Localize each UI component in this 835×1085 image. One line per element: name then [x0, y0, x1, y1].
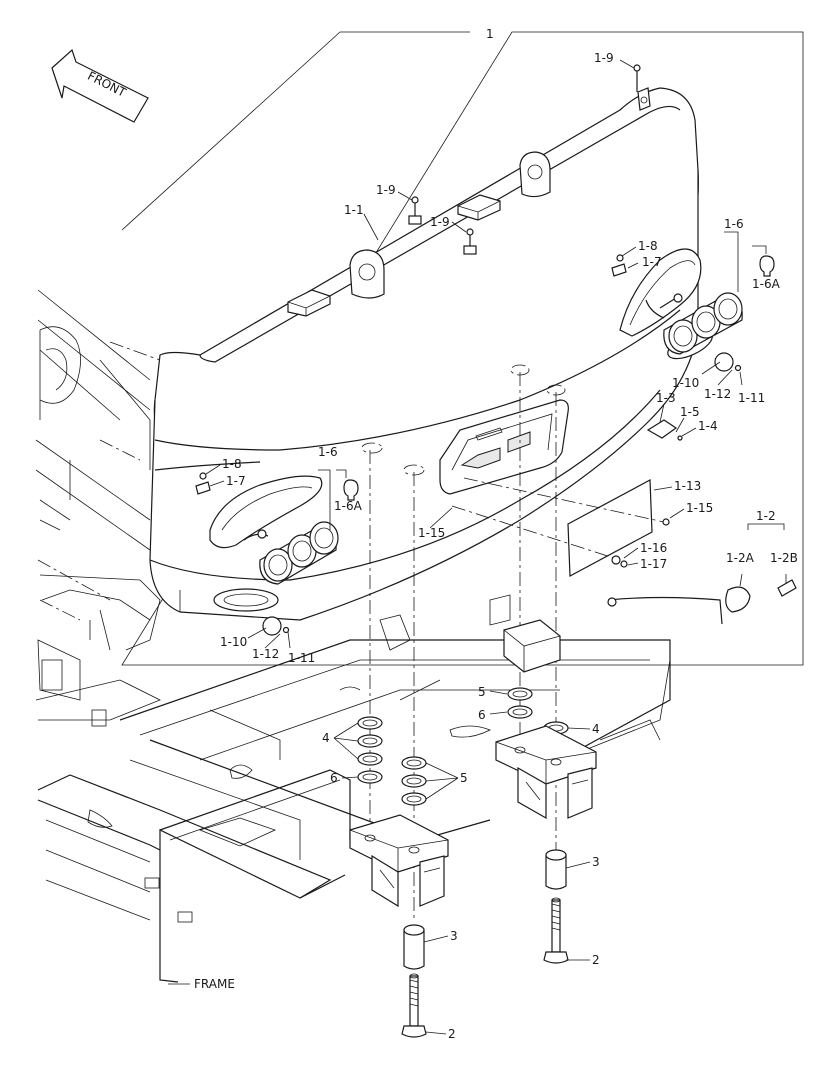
callout-5: 5 — [478, 685, 486, 699]
assembly-label: 1 — [486, 27, 494, 41]
shims-right — [507, 687, 569, 735]
spacer-sleeve — [403, 849, 567, 970]
rear-lamp-right — [645, 292, 743, 355]
callout-1-12: 1-12 — [252, 647, 279, 661]
callout-1-9: 1-9 — [430, 215, 450, 229]
callout-1-7: 1-7 — [226, 474, 246, 488]
rear-lamp-left — [243, 521, 339, 585]
callout-1-4: 1-4 — [698, 419, 718, 433]
callout-1-8: 1-8 — [638, 239, 658, 253]
callout-4: 4 — [592, 722, 600, 736]
callout-1-6A: 1-6A — [334, 499, 363, 513]
callout-1-16: 1-16 — [640, 541, 667, 555]
mount-bracket-left — [349, 814, 449, 908]
callout-6: 6 — [330, 771, 338, 785]
callout-1-15: 1-15 — [686, 501, 713, 515]
reflector — [262, 352, 742, 636]
callout-1-8: 1-8 — [222, 457, 242, 471]
frame-structure — [35, 289, 671, 983]
bolt-1-9-top — [408, 64, 641, 255]
clip-parts — [195, 254, 627, 495]
callout-1-2B: 1-2B — [770, 551, 798, 565]
counterweight-body — [149, 87, 713, 621]
callout-2: 2 — [448, 1027, 456, 1041]
callout-3: 3 — [592, 855, 600, 869]
callout-1-9: 1-9 — [376, 183, 396, 197]
callout-5: 5 — [460, 771, 468, 785]
callout-1-6: 1-6 — [318, 445, 338, 459]
leader-lines — [168, 59, 787, 1035]
bulb-icon — [343, 255, 775, 501]
callout-1-11: 1-11 — [288, 651, 315, 665]
callout-1-3: 1-3 — [656, 391, 676, 405]
license-lamp — [607, 579, 797, 625]
callout-1-9: 1-9 — [594, 51, 614, 65]
plate-1-3 — [646, 419, 678, 439]
callout-1-1: 1-1 — [344, 203, 364, 217]
frame-label: FRAME — [194, 977, 235, 991]
callout-1-12: 1-12 — [704, 387, 731, 401]
callout-1-10: 1-10 — [220, 635, 247, 649]
callout-1-2A: 1-2A — [726, 551, 755, 565]
license-plate — [451, 477, 670, 577]
callout-1-2: 1-2 — [756, 509, 776, 523]
callout-1-7: 1-7 — [642, 255, 662, 269]
callout-1-10: 1-10 — [672, 376, 699, 390]
callout-1-17: 1-17 — [640, 557, 667, 571]
hex-bolt — [401, 897, 569, 1038]
callout-2: 2 — [592, 953, 600, 967]
callout-1-6A: 1-6A — [752, 277, 781, 291]
screw-1-4 — [677, 435, 683, 441]
callout-1-5: 1-5 — [680, 405, 700, 419]
callout-6: 6 — [478, 708, 486, 722]
front-arrow-icon: FRONT — [51, 48, 149, 123]
callout-labels: 1-9 1-9 1-9 1-1 1-8 1-7 1-6 1-6A 1-10 1-… — [194, 51, 798, 1041]
callout-4: 4 — [322, 731, 330, 745]
callout-3: 3 — [450, 929, 458, 943]
mount-bracket-right — [495, 619, 597, 820]
callout-1-11: 1-11 — [738, 391, 765, 405]
callout-1-13: 1-13 — [674, 479, 701, 493]
callout-1-15: 1-15 — [418, 526, 445, 540]
callout-1-6: 1-6 — [724, 217, 744, 231]
shims-left — [357, 716, 427, 806]
